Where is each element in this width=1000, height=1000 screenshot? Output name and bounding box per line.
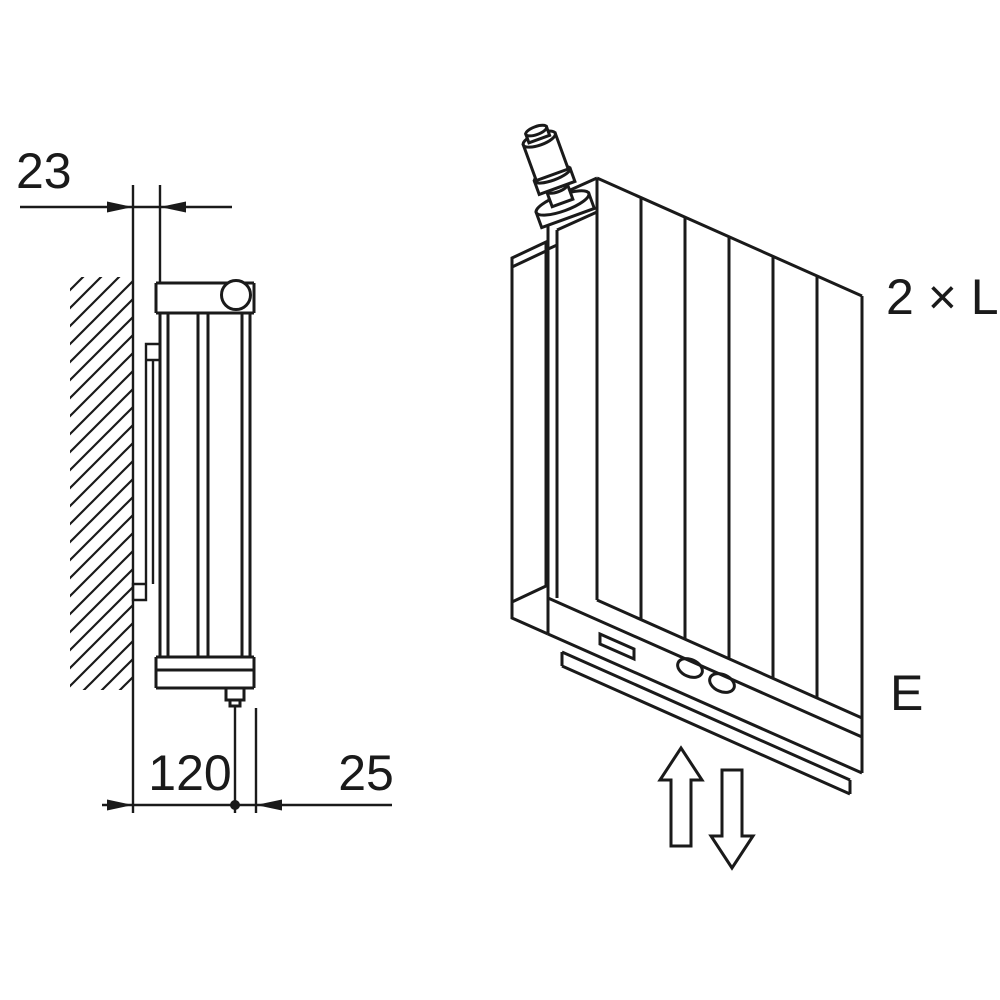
side-view — [20, 185, 392, 813]
dim-label-25: 25 — [338, 745, 394, 801]
drain-stub — [224, 686, 246, 708]
dim-label-23: 23 — [16, 143, 72, 199]
side-cover-slat — [510, 239, 558, 605]
label-E: E — [890, 665, 923, 721]
base-rail — [546, 596, 863, 775]
floor-rail — [560, 650, 852, 796]
connection-port-2 — [708, 672, 736, 694]
wall-bracket — [131, 342, 162, 602]
isometric-view — [510, 123, 864, 871]
dim-23-arrow-left — [107, 201, 133, 213]
thermostatic-valve — [521, 123, 597, 230]
connection-port-1 — [676, 657, 704, 679]
panel-lines — [639, 198, 819, 698]
left-side-face — [546, 176, 598, 598]
wall-hatch — [70, 277, 133, 690]
dim-label-120: 120 — [148, 745, 231, 801]
dim-23-arrow-right — [160, 201, 186, 213]
dim-120-arrow — [107, 799, 133, 811]
top-cap — [154, 281, 256, 315]
dim-25-arrow — [256, 799, 282, 811]
bottom-cap — [154, 655, 256, 690]
down-block-arrow — [708, 768, 756, 871]
dim-extension-lines — [233, 706, 258, 813]
valve-knob-side — [220, 279, 252, 311]
side-bottom-step — [510, 602, 549, 636]
label-2xL: 2 × L — [886, 269, 999, 325]
valve-cap-top — [524, 123, 549, 138]
up-block-arrow — [657, 745, 705, 848]
base-notch — [598, 631, 636, 662]
panel-lines-side — [158, 313, 252, 657]
